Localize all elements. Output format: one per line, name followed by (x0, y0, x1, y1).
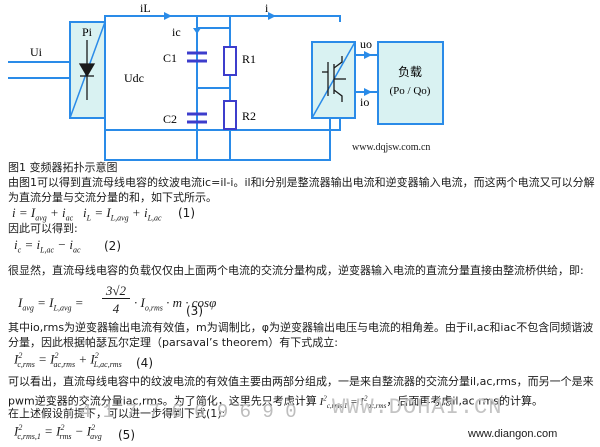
label-i: i (265, 1, 269, 15)
label-il: iL (140, 1, 151, 15)
resistor-r1 (223, 46, 237, 76)
label-c2: C2 (163, 112, 177, 126)
label-ic: ic (172, 25, 181, 39)
equation-5-number: (5) (118, 428, 135, 442)
paragraph-4-line-1: 其中io,rms为逆变器输出电流有效值，m为调制比，φ为逆变器输出电压与电流的相… (8, 321, 594, 334)
label-ui: Ui (30, 45, 43, 59)
paragraph-3: 很显然，直流母线电容的负载仅仅由上面两个电流的交流分量构成，逆变器输入电流的直流… (8, 264, 584, 277)
load-box (377, 41, 444, 125)
inline-equation: I2c,rms,1 = I2ac,rms (316, 394, 387, 410)
equation-3-number: (3) (186, 304, 203, 318)
equation-1: i = Iavg + iac iL = IL,avg + iL,ac (12, 205, 162, 223)
paragraph-2: 因此可以得到: (8, 222, 78, 235)
equation-4-number: (4) (136, 356, 153, 370)
equation-2-number: (2) (104, 239, 121, 253)
diangon-watermark: www.diangon.com (468, 428, 558, 440)
wire-arrows (164, 12, 372, 96)
paragraph-5-line-1: 可以看出，直流母线电容中的纹波电流的有效值主要由两部分组成，一是来自整流器的交流… (8, 375, 594, 388)
load-subtitle: (Po / Qo) (390, 85, 431, 97)
paragraph-4-line-2: 分量，因此根据帕瑟瓦尔定理（parsaval’s theorem）有下式成立: (8, 336, 338, 349)
resistor-r2 (223, 100, 237, 130)
site-watermark: www.dqjsw.com.cn (352, 142, 430, 153)
label-r2: R2 (242, 109, 256, 123)
paragraph-6: 在上述假设前提下，可以进一步得到下式(1): (8, 407, 226, 420)
label-io: io (360, 95, 369, 109)
dohai-watermark: WWW.DOHAI.CN (332, 395, 503, 420)
transistor-symbol (322, 56, 346, 102)
paragraph-1-line-1: 由图1可以得到直流母线电容的纹波电流ic=il-i。il和i分别是整流器输出电流… (8, 176, 595, 189)
load-title: 负载 (398, 65, 422, 79)
paragraph-5-line-2-post: ，后面再考虑il,ac,rms的计算。 (386, 394, 543, 408)
phone-watermark: 4 1 7 7 6 6 9 6 9 0 (80, 401, 297, 423)
label-r1: R1 (242, 52, 256, 66)
equation-4: I2c,rms = I2ac,rms + I2L,ac,rms (14, 351, 122, 369)
paragraph-5-line-2: pwm逆变器的交流分量iac,rms。为了简化，这里先只考虑计算 I2c,rms… (8, 391, 600, 413)
paragraph-1-line-2: 为直流分量与交流分量的和，如下式所示。 (8, 191, 217, 204)
equation-2: ic = iL,ac − iac (14, 237, 81, 255)
equation-5: I2c,rms,1 = I2rms − I2avg (14, 423, 102, 441)
label-pi: Pi (82, 25, 93, 39)
equation-1-number: (1) (178, 206, 195, 220)
diode-symbol (78, 40, 96, 100)
paragraph-5-line-2-pre: pwm逆变器的交流分量iac,rms。为了简化，这里先只考虑计算 (8, 394, 317, 408)
label-uo: uo (360, 37, 372, 51)
capacitor-c1 (187, 51, 207, 63)
converter-topology-diagram: iL i ic Pi Ui Udc C1 R1 C2 R2 uo io 负载 (… (8, 1, 444, 161)
capacitor-c2 (187, 112, 207, 124)
label-c1: C1 (163, 51, 177, 65)
label-udc: Udc (124, 71, 144, 85)
figure-caption: 图1 变频器拓扑示意图 (8, 161, 118, 174)
